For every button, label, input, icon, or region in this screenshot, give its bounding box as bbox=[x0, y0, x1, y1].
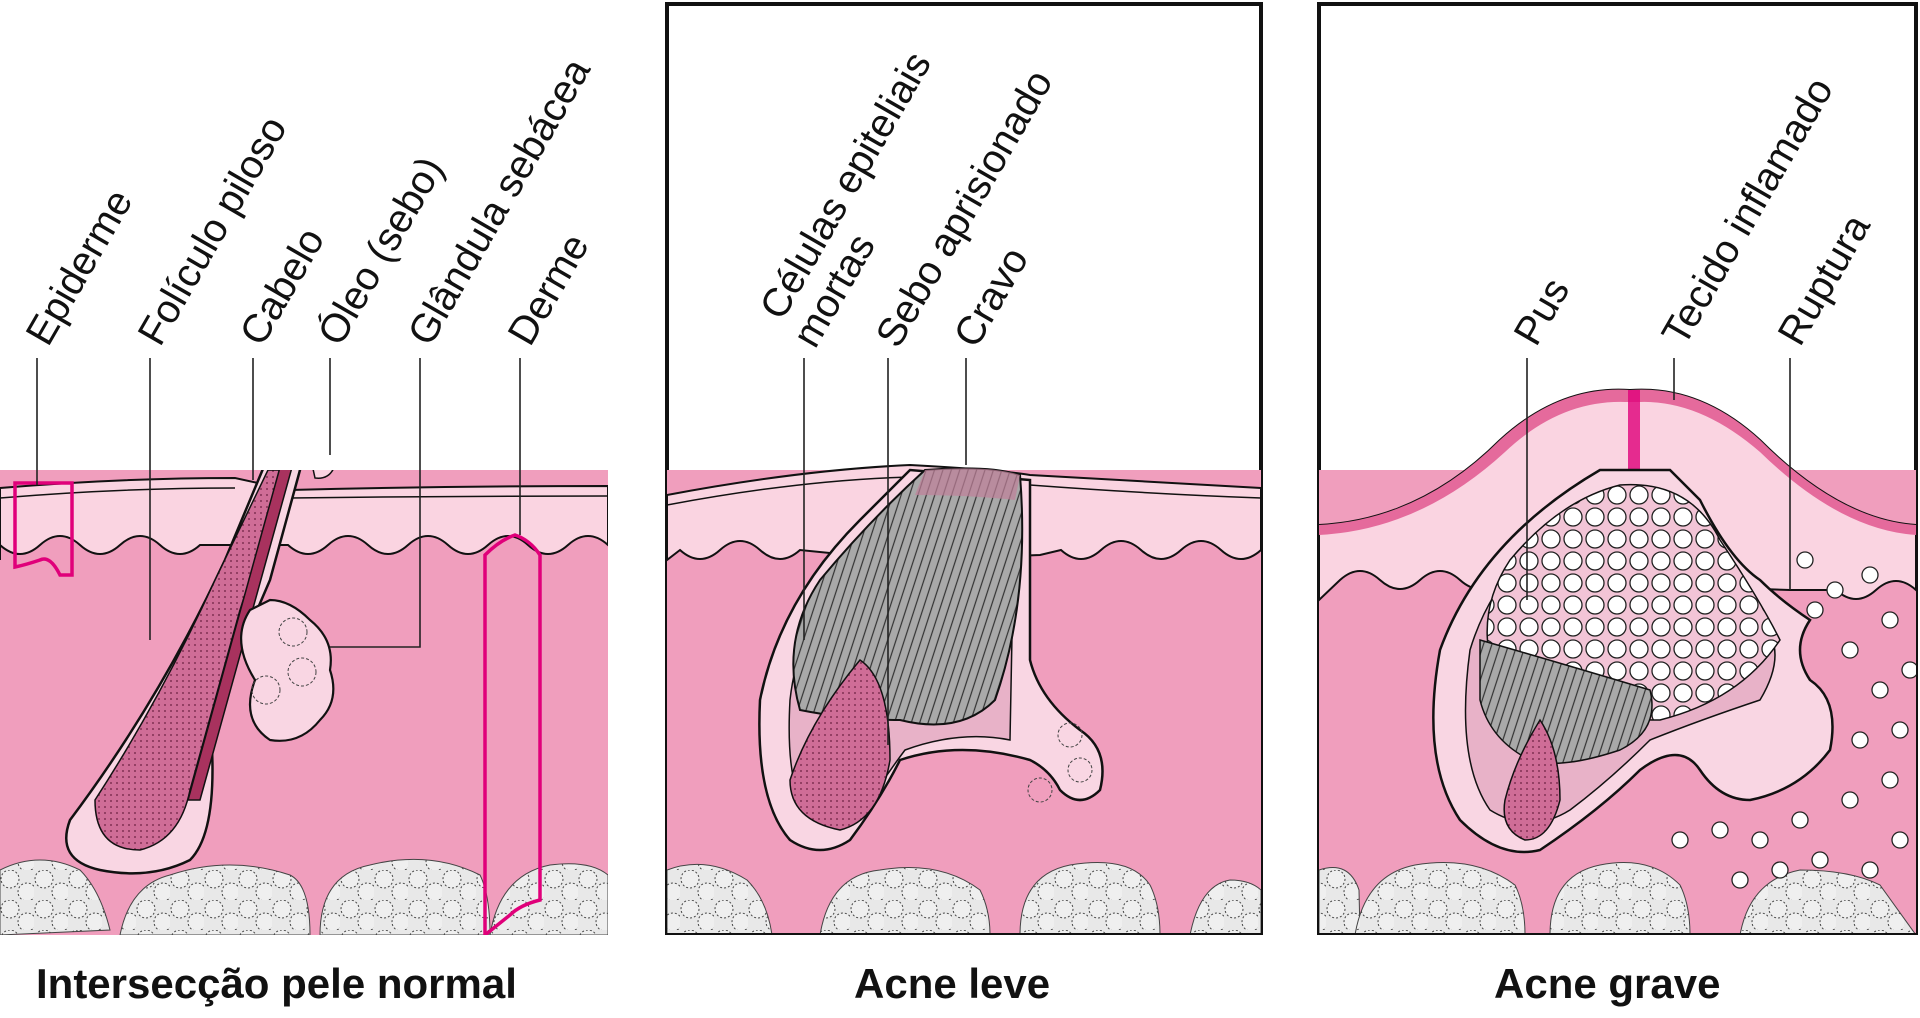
normal-skin-illustration bbox=[0, 470, 608, 935]
caption-severe-acne: Acne grave bbox=[1494, 960, 1720, 1007]
caption-normal-skin: Intersecção pele normal bbox=[36, 960, 517, 1007]
mild-acne-illustration bbox=[667, 463, 1261, 933]
label-derme: Derme bbox=[500, 227, 598, 353]
label-epiderme: Epiderme bbox=[18, 182, 142, 352]
leader-glandula bbox=[330, 358, 421, 648]
severe-acne-illustration bbox=[1319, 388, 1916, 933]
panel-mild-acne: Células epiteliais mortas Sebo aprisiona… bbox=[665, 2, 1263, 1007]
caption-mild-acne: Acne leve bbox=[854, 960, 1050, 1007]
ruptured-pus-cells bbox=[1671, 551, 1916, 889]
panel-normal-skin: Epiderme Folículo piloso Cabelo Óleo (se… bbox=[0, 51, 608, 1007]
panel-severe-acne: Pus Tecido inflamado Ruptura Acne grave bbox=[1317, 2, 1918, 1007]
